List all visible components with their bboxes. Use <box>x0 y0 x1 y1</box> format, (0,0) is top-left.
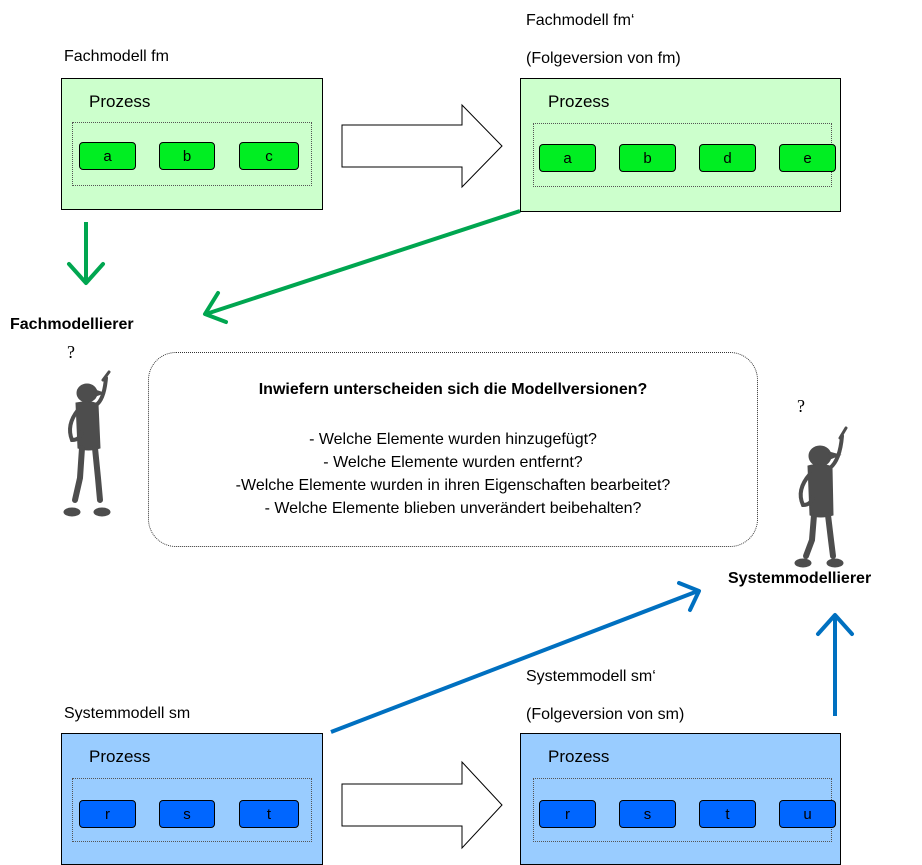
sm-node-r[interactable]: r <box>79 800 136 828</box>
systemmodellierer-label: Systemmodellierer <box>728 570 872 587</box>
fachmodellierer-label: Fachmodellierer <box>10 316 134 333</box>
fachmodellierer-question-mark: ? <box>67 342 75 362</box>
question-item: -Welche Elemente wurden in ihren Eigensc… <box>235 477 671 494</box>
question-item: - Welche Elemente blieben unverändert be… <box>264 500 642 517</box>
sm-model-box: Prozess r s t <box>61 733 323 865</box>
fachmodellierer-figure <box>63 370 111 517</box>
systemmodellierer-question-mark: ? <box>797 396 805 416</box>
sm-process-label: Prozess <box>89 747 151 766</box>
sm2-node-r[interactable]: r <box>539 800 596 828</box>
fm2-node-e[interactable]: e <box>779 144 836 172</box>
sm2-node-u[interactable]: u <box>779 800 836 828</box>
sm2-title: Systemmodell sm‘ <box>526 668 656 685</box>
sm-node-s[interactable]: s <box>159 800 215 828</box>
fm2-model-box: Prozess a b d e <box>520 78 841 212</box>
sm2-subtitle: (Folgeversion von sm) <box>526 706 685 723</box>
question-item: - Welche Elemente wurden hinzugefügt? <box>309 431 597 448</box>
fm-process-label: Prozess <box>89 92 151 111</box>
sm-title: Systemmodell sm <box>64 705 191 722</box>
fm2-node-d[interactable]: d <box>699 144 756 172</box>
sm-process-area <box>72 778 312 842</box>
version-arrow-system <box>341 760 503 850</box>
fm-title: Fachmodell fm <box>64 48 169 65</box>
fm2-subtitle: (Folgeversion von fm) <box>526 50 681 67</box>
question-item: - Welche Elemente wurden entfernt? <box>323 454 583 471</box>
green-arrow-fm2-to-fachmodellierer <box>203 209 521 324</box>
question-box: Inwiefern unterscheiden sich die Modellv… <box>148 352 758 547</box>
fm-node-c[interactable]: c <box>239 142 299 170</box>
systemmodellierer-figure <box>794 426 848 568</box>
question-heading: Inwiefern unterscheiden sich die Modellv… <box>258 381 648 398</box>
sm2-node-s[interactable]: s <box>619 800 676 828</box>
blue-arrow-sm-to-systemmodellierer <box>330 581 701 734</box>
sm-node-t[interactable]: t <box>239 800 299 828</box>
sm2-node-t[interactable]: t <box>699 800 756 828</box>
sm2-process-label: Prozess <box>548 747 610 766</box>
fm2-node-b[interactable]: b <box>619 144 676 172</box>
fm-process-area <box>72 122 312 186</box>
fm-model-box: Prozess a b c <box>61 78 323 210</box>
fm2-process-label: Prozess <box>548 92 610 111</box>
version-arrow-fach <box>341 103 503 189</box>
fm2-node-a[interactable]: a <box>539 144 596 172</box>
fm2-title: Fachmodell fm‘ <box>526 12 635 29</box>
green-arrow-fm-to-fachmodellierer <box>67 222 105 285</box>
blue-arrow-sm2-to-systemmodellierer <box>816 613 854 716</box>
fm-node-b[interactable]: b <box>159 142 215 170</box>
sm2-model-box: Prozess r s t u <box>520 733 841 865</box>
fm-node-a[interactable]: a <box>79 142 136 170</box>
